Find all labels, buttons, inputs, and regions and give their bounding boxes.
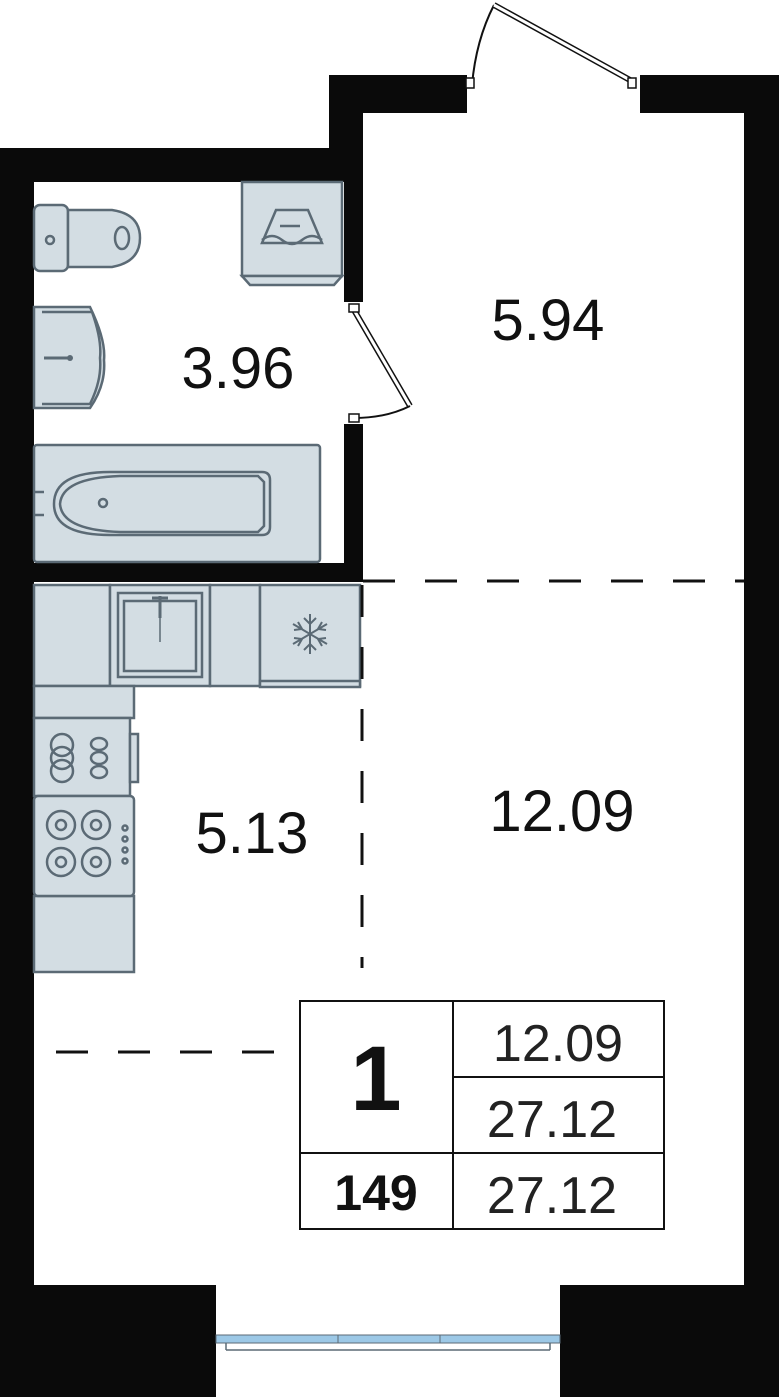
rooms-count: 1 [350, 1028, 401, 1130]
fridge-snowflake-icon [258, 583, 362, 689]
bathroom-area-label: 3.96 [182, 336, 295, 401]
stove-icon [32, 794, 136, 898]
sink-icon [116, 591, 204, 679]
washing-machine-icon [239, 180, 345, 287]
washbasin-icon [32, 305, 106, 410]
entry-door-icon [465, 2, 637, 89]
bathtub-icon [32, 443, 322, 564]
oven-icon [32, 716, 140, 798]
table-living-area: 12.09 [493, 1015, 623, 1073]
hallway-area-label: 5.94 [492, 288, 605, 353]
bathroom-door-icon [348, 303, 413, 423]
summary-table: 1 149 12.09 27.12 27.12 [299, 1000, 665, 1230]
apartment-number: 149 [334, 1165, 417, 1221]
table-total-area: 27.12 [487, 1091, 617, 1149]
toilet-icon [32, 203, 142, 273]
walls [0, 75, 779, 1397]
zone-dividers [56, 579, 744, 1054]
window-icon [215, 1334, 561, 1351]
table-total-area-2: 27.12 [487, 1167, 617, 1225]
living-area-label: 12.09 [489, 779, 634, 844]
kitchen-area-label: 5.13 [196, 801, 309, 866]
